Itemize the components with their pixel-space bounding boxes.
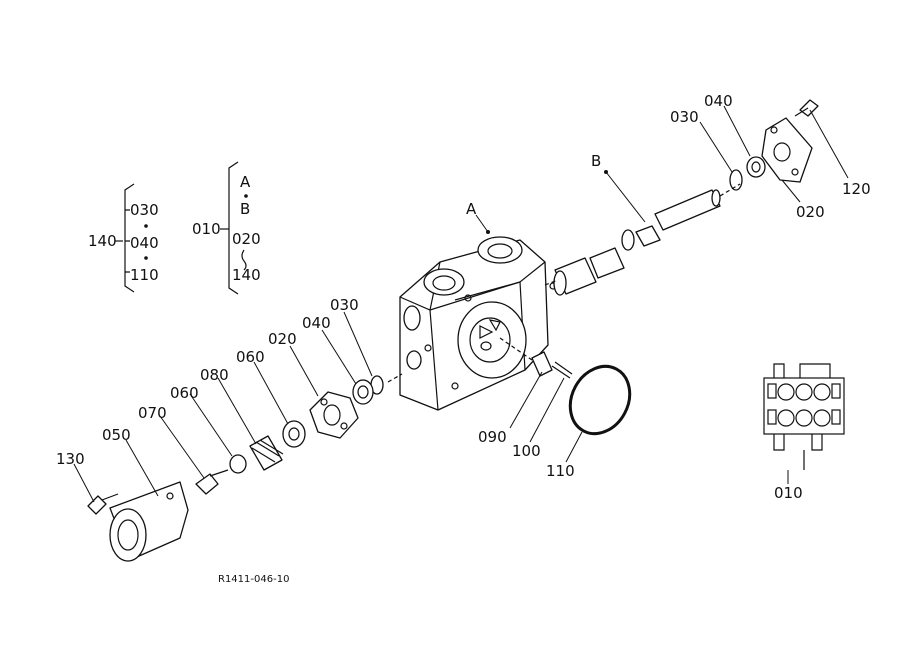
callout-labels: A B 030 040 120 020 030 040 020 060 080 … [56,92,871,502]
label-100: 100 [512,442,541,460]
group-010-item: 140 [232,266,261,284]
end-cap-left [87,375,384,562]
leader-lines [73,105,849,503]
group-140-item: 040 [130,234,159,252]
check-valve [499,337,573,379]
reference-number: R1411-046-10 [218,574,289,585]
o-ring [568,364,632,436]
group-010-code: 010 [192,220,221,238]
group-010-item: 020 [232,230,261,248]
label-a: A [466,200,477,218]
group-140-item: 030 [130,201,159,219]
center-lines [387,183,741,383]
valve-schematic [763,363,845,470]
label-030-left: 030 [330,296,359,314]
label-080: 080 [200,366,229,384]
label-070: 070 [138,404,167,422]
label-110: 110 [546,462,575,480]
end-cap-right [729,99,819,191]
label-b: B [591,152,601,170]
label-060-lower: 060 [170,384,199,402]
label-120: 120 [842,180,871,198]
spool [553,189,721,296]
group-010-item: B [240,200,250,218]
valve-body [399,236,557,411]
label-060-upper: 060 [236,348,265,366]
group-140-key: 140 030 040 110 [88,183,159,293]
label-050: 050 [102,426,131,444]
label-020-left: 020 [268,330,297,348]
label-130: 130 [56,450,85,468]
label-030-right: 030 [670,108,699,126]
group-010-key: 010 A B 020 140 [192,161,261,295]
group-010-item: A [240,173,251,191]
group-140-item: 110 [130,266,159,284]
label-020-right: 020 [796,203,825,221]
group-140-code: 140 [88,232,117,250]
label-010-schematic: 010 [774,484,803,502]
label-040-right: 040 [704,92,733,110]
label-090: 090 [478,428,507,446]
label-040-left: 040 [302,314,331,332]
